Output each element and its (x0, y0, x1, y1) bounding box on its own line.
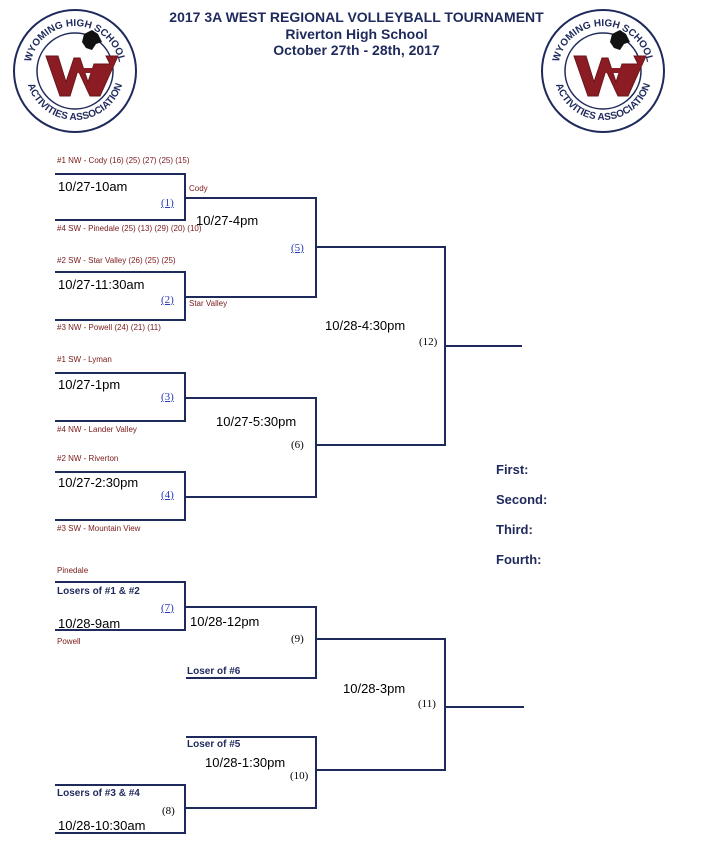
whsaa-logo-right: WYOMING HIGH SCHOOL ACTIVITIES ASSOCIATI… (541, 9, 665, 133)
g12-bracket (317, 246, 446, 446)
g8-number: (8) (162, 805, 175, 817)
place-third: Third: (496, 522, 533, 537)
g3-link[interactable]: (3) (161, 391, 174, 403)
g7-bracket (55, 581, 186, 631)
tournament-title: 2017 3A WEST REGIONAL VOLLEYBALL TOURNAM… (169, 9, 544, 25)
champion-line (446, 345, 522, 347)
g10-time: 10/28-1:30pm (205, 755, 286, 770)
g3-team-bottom: #4 NW - Lander Valley (57, 425, 137, 434)
g10-bracket (186, 736, 317, 809)
g12-number: (12) (419, 336, 438, 348)
g4-team-top: #2 NW - Riverton (57, 454, 119, 463)
g6-time: 10/27-5:30pm (216, 414, 297, 429)
g1-bracket (55, 173, 186, 221)
g5-time: 10/27-4pm (196, 213, 259, 228)
g6-number: (6) (291, 439, 304, 451)
g7-link[interactable]: (7) (161, 602, 174, 614)
g3-bracket (55, 372, 186, 422)
venue-title: Riverton High School (285, 26, 428, 42)
g7-time: 10/28-9am (58, 616, 121, 631)
g1-link[interactable]: (1) (161, 197, 174, 209)
whsaa-logo-left: WYOMING HIGH SCHOOL ACTIVITIES ASSOCIATI… (13, 9, 137, 133)
place-second: Second: (496, 492, 548, 507)
consolation-winner-line (446, 706, 524, 708)
g8-time: 10/28-10:30am (58, 818, 146, 833)
g5-winner-top: Cody (189, 184, 208, 193)
g10-label: Loser of #5 (187, 739, 241, 750)
g5-bracket (186, 197, 317, 298)
g7-label: Losers of #1 & #2 (57, 586, 140, 597)
g7-team-above: Pinedale (57, 566, 89, 575)
g6-bracket (186, 397, 317, 498)
dates-title: October 27th - 28th, 2017 (273, 42, 440, 58)
g10-number: (10) (290, 770, 309, 782)
g8-label: Losers of #3 & #4 (57, 788, 140, 799)
g9-time: 10/28-12pm (190, 614, 260, 629)
g11-bracket (317, 638, 446, 771)
g1-team-top: #1 NW - Cody (16) (25) (27) (25) (15) (57, 156, 190, 165)
g8-bracket (55, 784, 186, 834)
g4-link[interactable]: (4) (161, 489, 174, 501)
g11-number: (11) (418, 698, 436, 710)
g11-time: 10/28-3pm (343, 681, 406, 696)
g2-team-bottom: #3 NW - Powell (24) (21) (11) (57, 323, 161, 332)
g3-time: 10/27-1pm (58, 377, 121, 392)
g9-bracket (186, 606, 317, 679)
g5-link[interactable]: (5) (291, 242, 304, 254)
g7-team-below: Powell (57, 637, 81, 646)
place-fourth: Fourth: (496, 552, 542, 567)
g4-bracket (55, 471, 186, 521)
g2-team-top: #2 SW - Star Valley (26) (25) (25) (57, 256, 176, 265)
place-first: First: (496, 462, 529, 477)
g1-time: 10/27-10am (58, 179, 128, 194)
g2-time: 10/27-11:30am (58, 277, 145, 292)
g2-bracket (55, 271, 186, 321)
g12-time: 10/28-4:30pm (325, 318, 406, 333)
g3-team-top: #1 SW - Lyman (57, 355, 112, 364)
g4-team-bottom: #3 SW - Mountain View (57, 524, 141, 533)
g2-link[interactable]: (2) (161, 294, 174, 306)
g5-winner-bottom: Star Valley (189, 299, 228, 308)
g9-number: (9) (291, 633, 304, 645)
g9-label: Loser of #6 (187, 666, 241, 677)
g4-time: 10/27-2:30pm (58, 475, 139, 490)
g1-team-bottom: #4 SW - Pinedale (25) (13) (29) (20) (10… (57, 224, 202, 233)
